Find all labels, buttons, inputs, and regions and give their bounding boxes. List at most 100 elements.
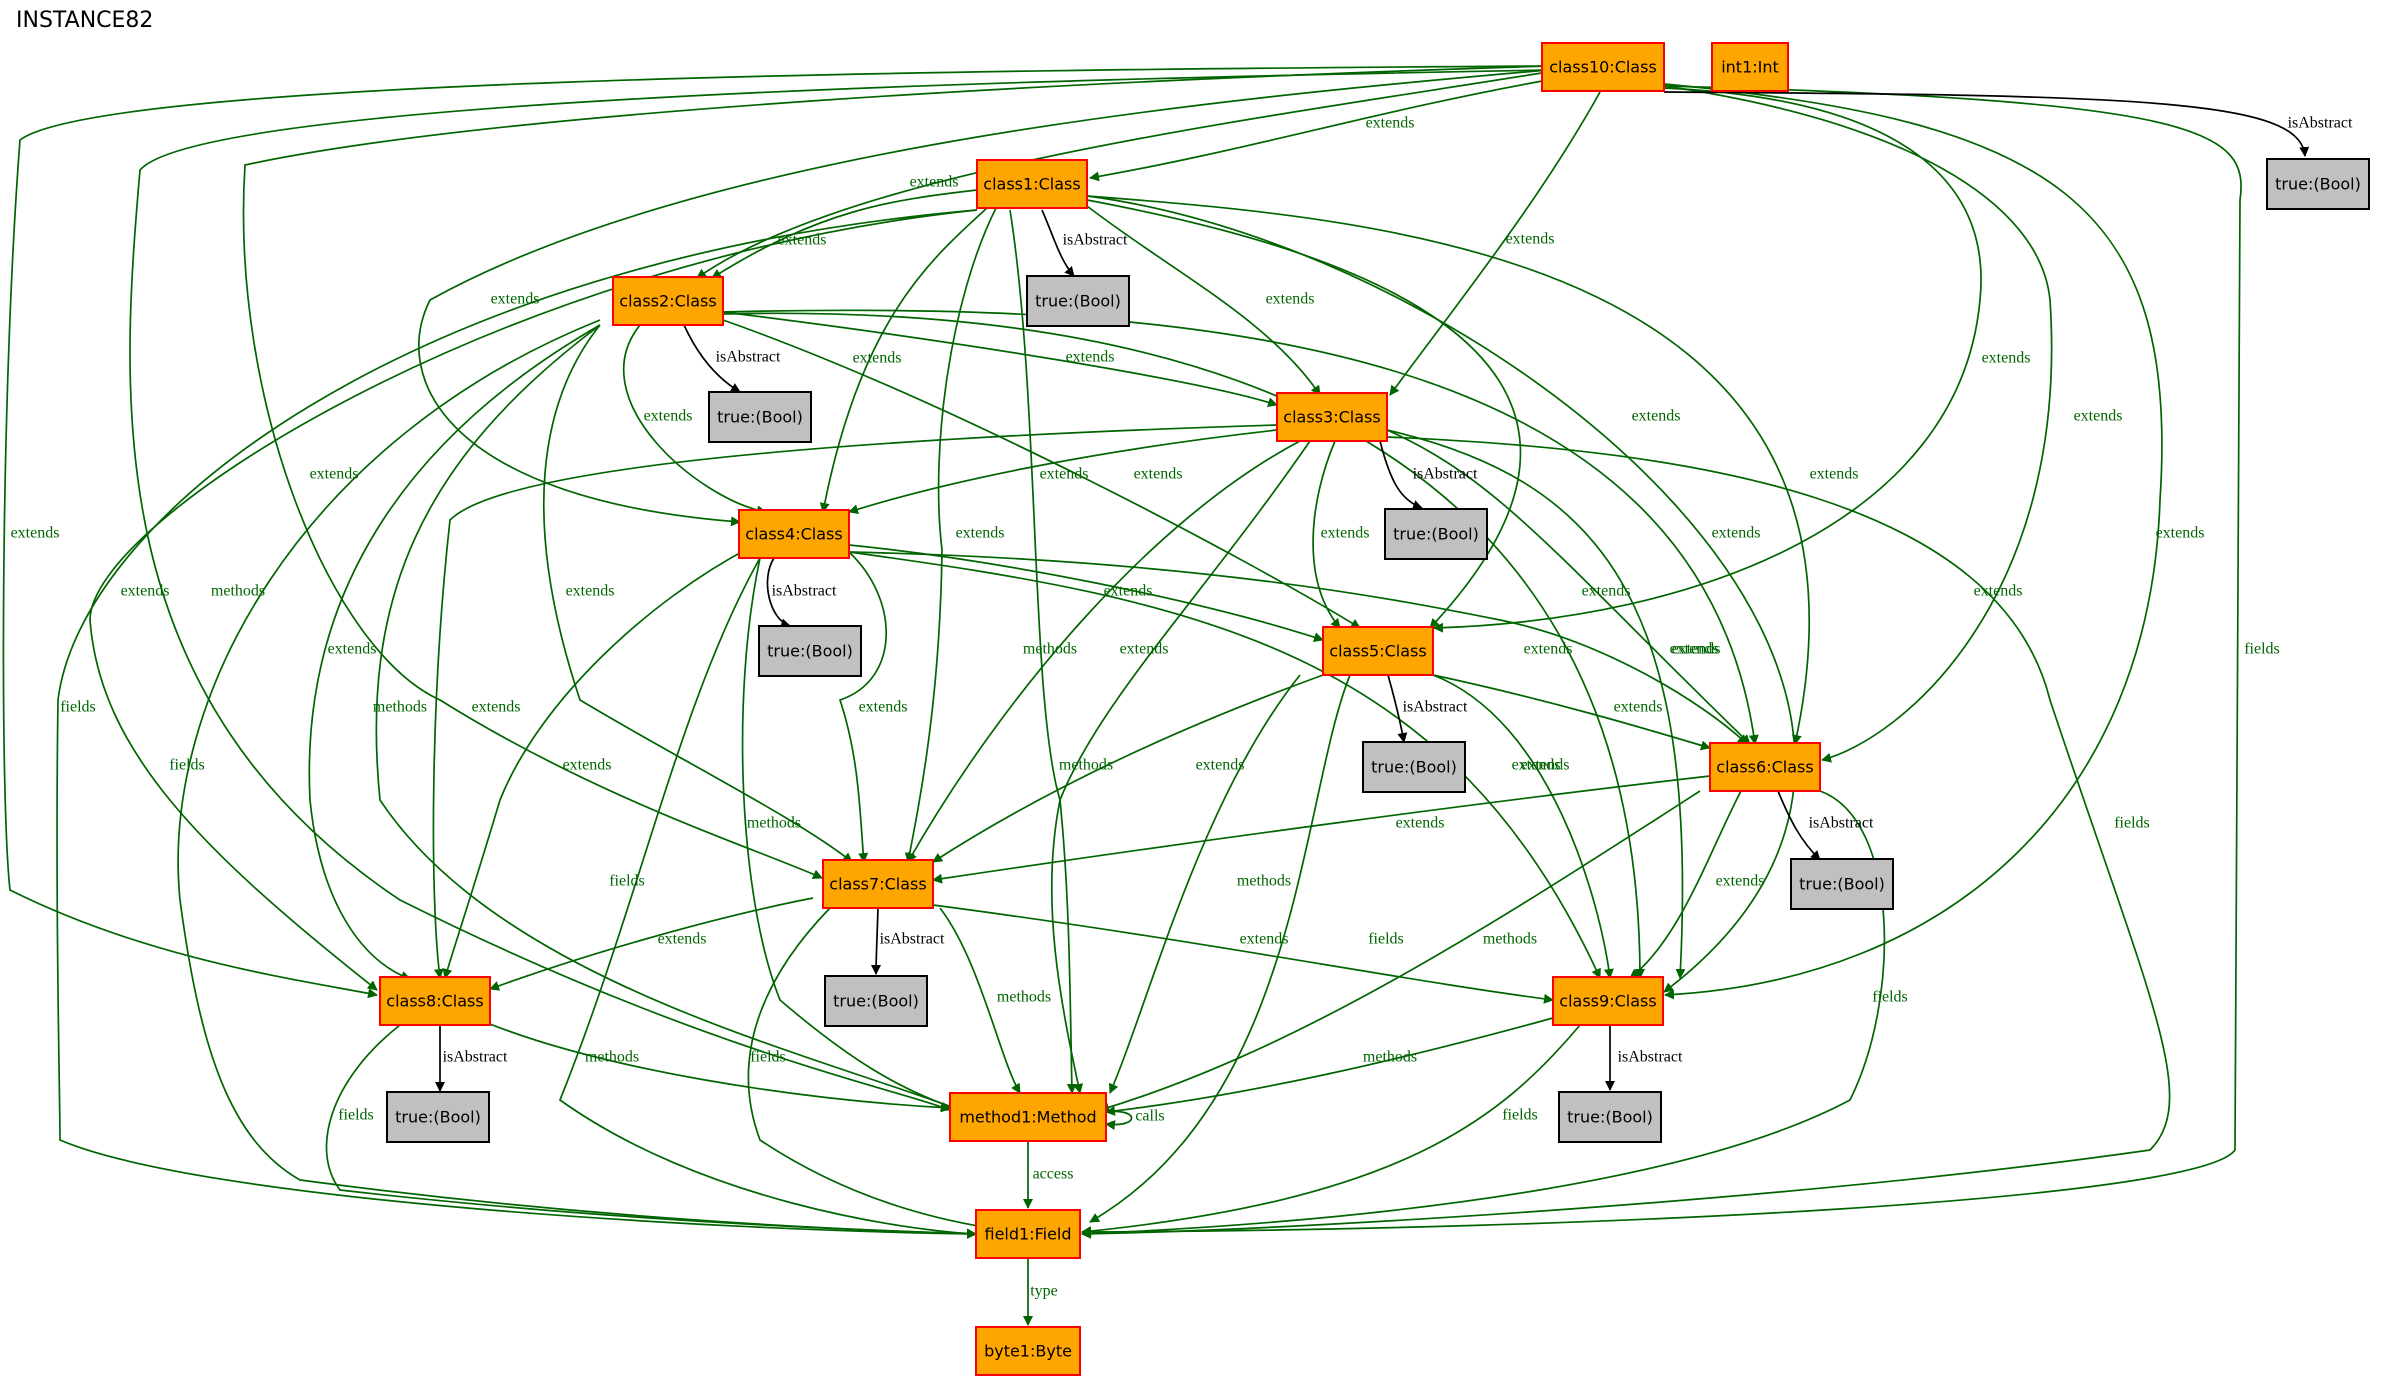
edge-label-c6-m1: methods (1483, 931, 1537, 948)
edge-label-c2-f1: fields (169, 757, 205, 774)
edge-c1-c8 (89, 209, 978, 991)
node-label: true:(Bool) (1371, 758, 1457, 777)
node-method1[interactable]: method1:Method (949, 1092, 1107, 1142)
node-class3[interactable]: class3:Class (1276, 392, 1388, 442)
edge-label-c5-m1: methods (1237, 873, 1291, 890)
node-int1[interactable]: int1:Int (1711, 42, 1789, 92)
edge-label-m1-m1: calls (1135, 1108, 1164, 1125)
node-box (949, 1092, 1107, 1142)
node-class8[interactable]: class8:Class (379, 976, 491, 1026)
node-bool_c1[interactable]: true:(Bool) (1026, 275, 1130, 327)
edge-c2-c7 (542, 324, 853, 863)
node-class5[interactable]: class5:Class (1322, 626, 1434, 676)
edge-label-c7-m1: methods (997, 989, 1051, 1006)
edge-label-c4-c5: extends (1104, 583, 1153, 600)
edge-label-c10-f1: fields (2244, 641, 2280, 658)
node-class2[interactable]: class2:Class (612, 276, 724, 326)
edge-c2-c9 (722, 312, 1645, 979)
edge-label-c10-c2: extends (910, 174, 959, 191)
node-label: true:(Bool) (395, 1108, 481, 1127)
edge-c3-c9 (1386, 429, 1686, 979)
edge-c1-m1 (1009, 209, 1077, 1094)
edge-label-c10-c1: extends (1366, 115, 1415, 132)
node-bool_c6[interactable]: true:(Bool) (1790, 858, 1894, 910)
edge-c7-f1 (747, 907, 991, 1232)
node-label: class7:Class (829, 875, 926, 894)
edge-c10-m1 (129, 69, 1549, 1112)
edge-c2-c5 (722, 319, 1361, 629)
edge-label-c1-c9: extends (1974, 583, 2023, 600)
node-box (976, 159, 1088, 209)
node-box (1552, 976, 1664, 1026)
edge-label-c4-c9: extends (1512, 757, 1561, 774)
node-bool_c4[interactable]: true:(Bool) (758, 625, 862, 677)
edge-label-c2-c7: extends (566, 583, 615, 600)
edge-c2-c4 (623, 324, 767, 516)
edge-label-c10-c8: extends (11, 525, 60, 542)
edge-c10-c3 (1389, 91, 1601, 396)
node-bool_c7[interactable]: true:(Bool) (824, 975, 928, 1027)
node-class1[interactable]: class1:Class (976, 159, 1088, 209)
edge-label-c5-c9: extends (1521, 757, 1570, 774)
node-class6[interactable]: class6:Class (1709, 742, 1821, 792)
edge-label-f1-byte1: type (1030, 1283, 1058, 1300)
node-box (1384, 508, 1488, 560)
node-bool_c5[interactable]: true:(Bool) (1362, 741, 1466, 793)
node-bool_c9[interactable]: true:(Bool) (1558, 1091, 1662, 1143)
node-box (738, 509, 850, 559)
edge-c10-c1 (1089, 79, 1549, 182)
edge-c4-c6 (848, 551, 1748, 745)
edge-label-c2-c8: extends (328, 641, 377, 658)
node-box (1276, 392, 1388, 442)
node-bool_c2[interactable]: true:(Bool) (708, 391, 812, 443)
edge-c5-m1 (1108, 674, 1301, 1094)
node-bool_c10[interactable]: true:(Bool) (2266, 158, 2370, 210)
edge-label-c1-c8: extends (121, 583, 170, 600)
edge-label-c8-m1: methods (585, 1049, 639, 1066)
node-box (1711, 42, 1789, 92)
edge-label-c1-c7: extends (956, 525, 1005, 542)
edge-label-c4-b: isAbstract (772, 583, 837, 600)
edge-c5-c6 (1432, 674, 1711, 751)
edge-c2-m1 (375, 324, 961, 1112)
node-class10[interactable]: class10:Class (1541, 42, 1665, 92)
edge-c4-c8 (442, 547, 750, 979)
edge-label-c5-c6: extends (1614, 699, 1663, 716)
edge-label-c4-c7: extends (859, 699, 908, 716)
edge-label-c10-b: isAbstract (2288, 115, 2353, 132)
node-box (975, 1209, 1081, 1259)
node-box (1541, 42, 1665, 92)
node-label: int1:Int (1721, 58, 1779, 77)
node-box (1558, 1091, 1662, 1143)
node-field1[interactable]: field1:Field (975, 1209, 1081, 1259)
edge-c4-m1 (741, 557, 961, 1112)
edge-label-c3-m1: methods (1059, 757, 1113, 774)
node-label: class8:Class (386, 992, 483, 1011)
edge-label-c3-b: isAbstract (1413, 466, 1478, 483)
edge-c1-c7 (904, 207, 997, 863)
edge-label-c10-c9: extends (2156, 525, 2205, 542)
node-class7[interactable]: class7:Class (822, 859, 934, 909)
edge-label-c2-b: isAbstract (716, 349, 781, 366)
edge-label-m1-f1: access (1033, 1166, 1074, 1183)
node-label: true:(Bool) (1393, 525, 1479, 544)
edge-label-c1-c3: extends (1266, 291, 1315, 308)
node-class9[interactable]: class9:Class (1552, 976, 1664, 1026)
node-label: method1:Method (959, 1108, 1096, 1127)
node-bool_c3[interactable]: true:(Bool) (1384, 508, 1488, 560)
node-label: class1:Class (983, 175, 1080, 194)
edge-label-c1-f1: fields (60, 699, 96, 716)
edge-label-c1-b: isAbstract (1063, 232, 1128, 249)
edge-c3-c8 (432, 424, 1278, 979)
node-bool_c8[interactable]: true:(Bool) (386, 1091, 490, 1143)
node-byte1[interactable]: byte1:Byte (975, 1326, 1081, 1376)
edge-label-c9-b: isAbstract (1618, 1049, 1683, 1066)
node-box (379, 976, 491, 1026)
edge-c9-m1 (1105, 1017, 1554, 1116)
edge-c4-c7 (838, 551, 888, 863)
edge-label-c1-c4: extends (853, 350, 902, 367)
edge-c5-f1 (1089, 674, 1351, 1223)
edge-label-c1-m1: methods (1023, 641, 1077, 658)
node-class4[interactable]: class4:Class (738, 509, 850, 559)
node-label: class2:Class (619, 292, 716, 311)
